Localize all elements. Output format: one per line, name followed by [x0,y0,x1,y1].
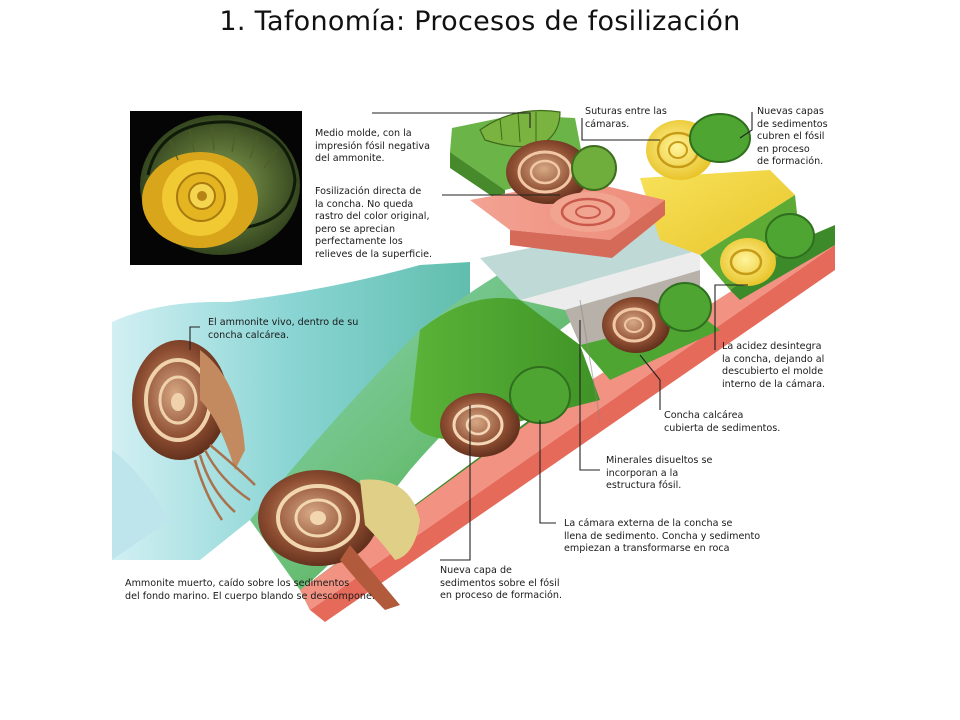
label-nueva-capa: Nueva capa de sedimentos sobre el fósil … [440,565,563,602]
label-nuevas-capas: Nuevas capas de sedimentos cubren el fós… [757,106,828,168]
sea-foreground [112,450,170,560]
ammonite-brown-fossil [506,140,617,204]
label-acidez: La acidez desintegra la concha, dejando … [722,341,826,390]
label-ammonite-vivo: El ammonite vivo, dentro de su concha ca… [208,317,359,341]
label-ammonite-muerto: Ammonite muerto, caído sobre los sedimen… [125,578,375,602]
ammonite-covered [602,282,712,353]
label-camara-externa: La cámara externa de la concha se llena … [564,518,761,555]
page-title: 1. Tafonomía: Procesos de fosilización [219,6,741,37]
ammonite-mold-pink [550,192,630,232]
label-minerales: Minerales disueltos se incorporan a la e… [606,455,713,492]
leader-lines [189,112,753,561]
ammonite-photo [130,111,302,265]
ammonite-yellow-top [646,113,751,180]
ammonite-mold-top [479,109,561,148]
sea-water [112,262,470,560]
ammonite-chamber-filled [440,366,571,457]
ammonite-alive [132,340,256,521]
label-concha-calcarea: Concha calcárea cubierta de sedimentos. [664,410,781,434]
ammonite-yellow-mold [720,213,815,286]
label-medio-molde: Medio molde, con la impresión fósil nega… [315,128,430,165]
label-suturas: Suturas entre las cámaras. [585,106,667,130]
label-fosilizacion-directa: Fosilización directa de la concha. No qu… [315,186,433,260]
ammonite-dead [258,470,420,610]
